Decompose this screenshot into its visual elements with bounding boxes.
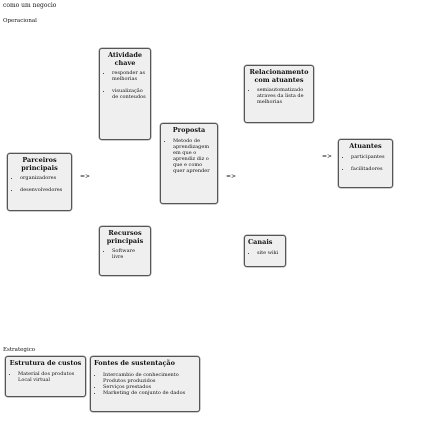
key-activities-item: visualização de conteudos: [112, 88, 147, 100]
value-proposition-list: Metodo de aprendizagem em que o aprendiz…: [164, 138, 214, 174]
actors-card: Atuantes participantes facilitadores: [338, 139, 393, 188]
channels-list: site wiki: [248, 250, 282, 256]
key-partners-list: organizadores desenvolvedores: [11, 175, 68, 193]
arrow-partners-to-proposal: =>: [80, 173, 91, 180]
actors-list: participantes facilitadores: [342, 154, 389, 172]
cost-structure-list: Material dos produtos: [9, 371, 82, 377]
relationships-title: Relacionamento com atuantes: [249, 68, 309, 84]
relationships-item: semiautomatizado atraves da lista de mel…: [257, 87, 310, 105]
cost-structure-list-continued: Local virtual: [9, 377, 82, 383]
cost-structure-item: Material dos produtos: [18, 371, 82, 377]
arrow-proposal-to-actors: =>: [226, 173, 237, 180]
section-label-strategic: Estrategico: [3, 347, 36, 353]
key-resources-list: Software livre: [103, 248, 147, 260]
channels-title: Canais: [248, 238, 273, 246]
value-proposition-title: Proposta: [172, 126, 206, 134]
revenue-streams-item: Marketing de conjunto de dados: [103, 390, 196, 396]
value-proposition-card: Proposta Metodo de aprendizagem em que o…: [160, 123, 218, 204]
key-resources-item: Software livre: [112, 248, 147, 260]
cost-structure-title: Estrutura de custos: [9, 359, 82, 367]
section-label-operational: Operacional: [3, 18, 37, 24]
cost-structure-card: Estrutura de custos Material dos produto…: [5, 356, 86, 397]
revenue-streams-title: Fontes de sustentação: [94, 359, 175, 367]
key-resources-card: Recursos principais Software livre: [99, 226, 151, 276]
actors-item: participantes: [351, 154, 389, 160]
channels-card: Canais site wiki: [244, 235, 286, 267]
key-partners-item: organizadores: [20, 175, 68, 181]
value-proposition-item: Metodo de aprendizagem em que o aprendiz…: [173, 138, 214, 174]
actors-item: facilitadores: [351, 166, 389, 172]
key-activities-list: responder as melhorias visualização de c…: [103, 70, 147, 100]
key-partners-card: Parceiros principais organizadores desen…: [7, 153, 72, 211]
arrow-to-actors: =>: [322, 153, 333, 160]
revenue-streams-item: Serviços prestados: [103, 384, 196, 390]
channels-item: site wiki: [257, 250, 282, 256]
relationships-list: semiautomatizado atraves da lista de mel…: [248, 87, 310, 105]
revenue-streams-list-2: Serviços prestados Marketing de conjunto…: [94, 384, 196, 396]
key-resources-title: Recursos principais: [106, 229, 144, 245]
revenue-streams-list: Intercambio de conhecimento: [94, 372, 196, 378]
actors-title: Atuantes: [349, 142, 382, 150]
page-title: como um negocio: [3, 2, 57, 9]
revenue-streams-card: Fontes de sustentação Intercambio de con…: [90, 356, 200, 412]
relationships-card: Relacionamento com atuantes semiautomati…: [244, 65, 314, 123]
cost-structure-item: Local virtual: [18, 376, 50, 383]
revenue-streams-item: Intercambio de conhecimento: [103, 372, 196, 378]
key-partners-title: Parceiros principais: [21, 156, 58, 172]
key-activities-title: Atividade chave: [107, 51, 143, 67]
revenue-streams-item: Produtos produzidos: [103, 377, 156, 384]
key-activities-card: Atividade chave responder as melhorias v…: [99, 48, 151, 140]
key-partners-item: desenvolvedores: [20, 187, 68, 193]
key-activities-item: responder as melhorias: [112, 70, 147, 82]
revenue-streams-list-continued: Produtos produzidos: [94, 378, 196, 384]
